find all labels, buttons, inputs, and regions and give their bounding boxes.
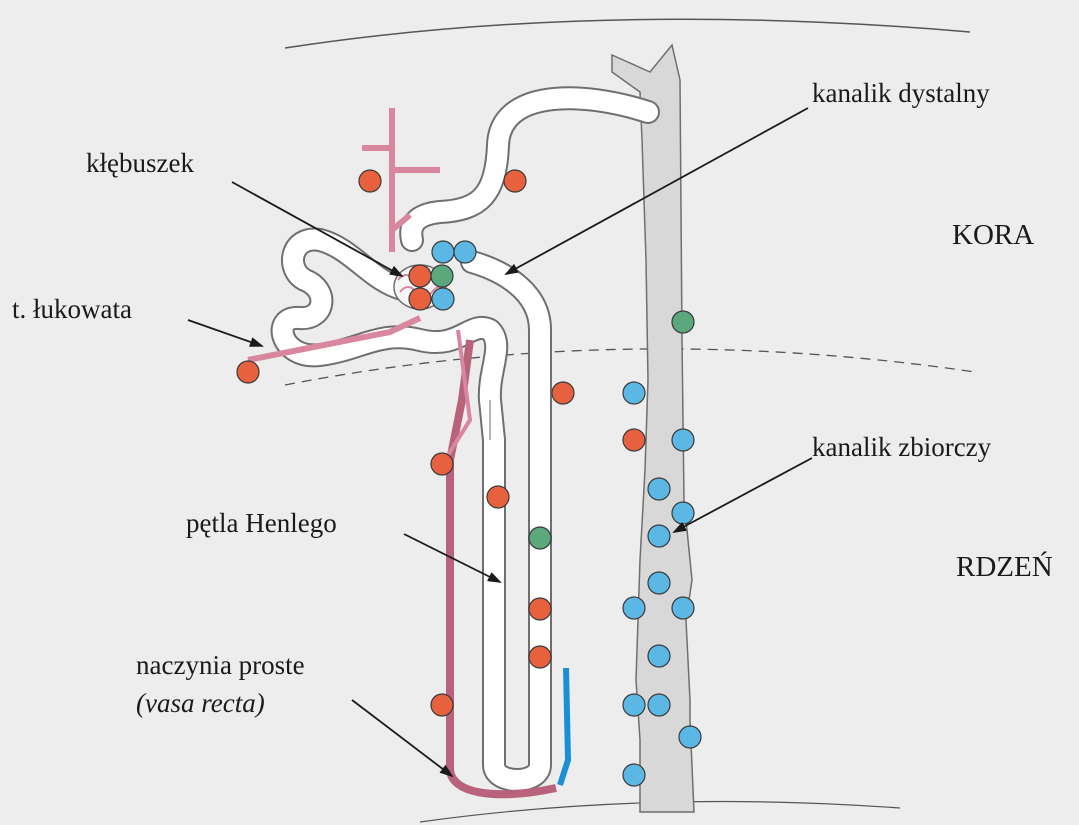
marker-dot-green [672, 311, 694, 333]
marker-dot-blue [623, 764, 645, 786]
marker-dots [237, 170, 701, 786]
marker-dot-red [529, 646, 551, 668]
marker-dot-red [487, 486, 509, 508]
marker-dot-blue [454, 241, 476, 263]
marker-dot-blue [672, 502, 694, 524]
marker-dot-blue [623, 382, 645, 404]
marker-dot-red [431, 453, 453, 475]
arrow-collecting [674, 458, 812, 532]
label-glomerulus: kłębuszek [86, 148, 194, 178]
arrow-arcuate [188, 320, 262, 346]
marker-dot-blue [672, 597, 694, 619]
label-loop-of-henle: pętla Henlego [186, 508, 337, 538]
label-vasa-recta: naczynia proste [136, 650, 305, 680]
marker-dot-red [529, 598, 551, 620]
marker-dot-red [237, 361, 259, 383]
marker-dot-blue [648, 478, 670, 500]
marker-dot-blue [648, 525, 670, 547]
arrow-glomerulus [232, 182, 402, 276]
marker-dot-red [409, 265, 431, 287]
marker-dot-red [431, 694, 453, 716]
marker-dot-green [529, 527, 551, 549]
marker-dot-blue [679, 726, 701, 748]
label-vasa-recta-latin: (vasa recta) [136, 688, 265, 718]
marker-dot-blue [432, 241, 454, 263]
marker-dot-blue [623, 694, 645, 716]
cortex-medulla-boundary [285, 349, 975, 385]
marker-dot-red [623, 429, 645, 451]
marker-dot-red [409, 288, 431, 310]
marker-dot-blue [648, 572, 670, 594]
region-cortex: KORA [952, 219, 1034, 251]
vasa-recta-ascending [560, 668, 568, 785]
marker-dot-blue [648, 645, 670, 667]
marker-dot-red [552, 382, 574, 404]
capsule-line [285, 19, 970, 48]
marker-dot-green [431, 265, 453, 287]
marker-dot-blue [432, 288, 454, 310]
marker-dot-blue [623, 597, 645, 619]
label-arcuate-artery: t. łukowata [12, 294, 132, 324]
label-collecting-duct: kanalik zbiorczy [812, 432, 992, 462]
marker-dot-red [359, 170, 381, 192]
label-distal-tubule: kanalik dystalny [812, 78, 990, 108]
marker-dot-blue [648, 694, 670, 716]
marker-dot-blue [672, 429, 694, 451]
region-medulla: RDZEŃ [956, 550, 1053, 583]
marker-dot-red [504, 170, 526, 192]
